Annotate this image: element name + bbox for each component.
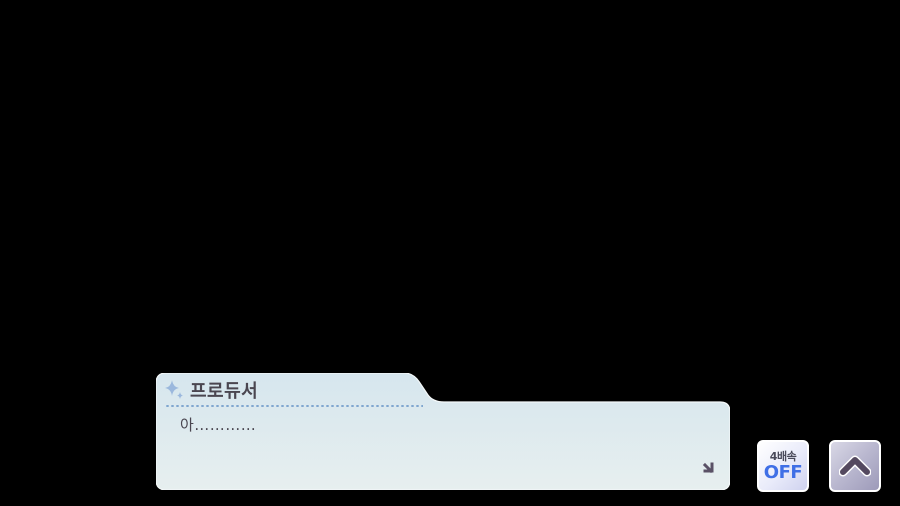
arrow-down-right-icon[interactable] — [702, 460, 718, 476]
dialog-box-shape — [156, 373, 730, 490]
dotted-divider — [165, 405, 423, 407]
speaker-name: 프로듀서 — [190, 381, 259, 402]
speed-label: 4배속 — [769, 450, 797, 463]
hide-dialog-button[interactable] — [829, 440, 881, 492]
speed-4x-toggle-button[interactable]: 4배속 OFF — [757, 440, 809, 492]
sparkle-icon — [165, 380, 183, 399]
speaker-name-row: 프로듀서 — [164, 378, 258, 402]
dialog-text: 아………… — [180, 416, 257, 434]
speed-state: OFF — [763, 462, 803, 483]
chevron-up-icon — [839, 455, 871, 477]
dialog-box[interactable]: 프로듀서 아………… — [156, 373, 730, 490]
